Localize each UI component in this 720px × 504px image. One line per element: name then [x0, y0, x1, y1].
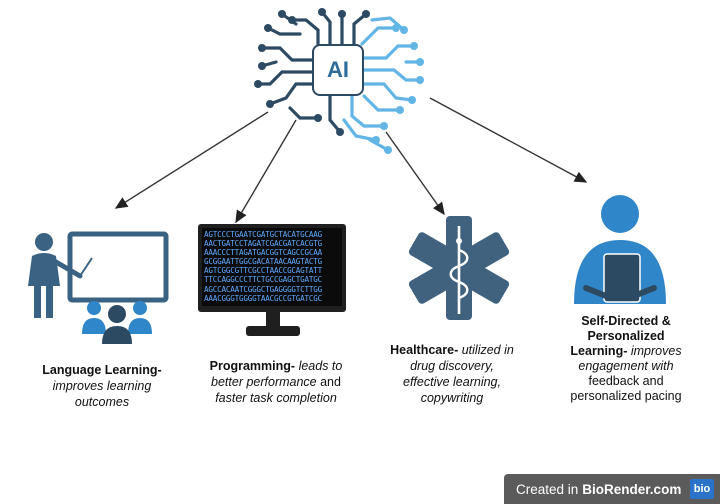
caption-desc: improves learning outcomes [52, 379, 152, 409]
caption-programming: Programming- leads to better performance… [206, 358, 346, 406]
caption-title: Self-Directed & Personalized Learning- [570, 314, 671, 358]
caption-desc-italic: leads to better performance [211, 359, 343, 389]
star-of-life-icon [408, 216, 510, 320]
biorender-logo-icon: bio [690, 479, 714, 499]
caption-self-directed: Self-Directed & Personalized Learning- i… [560, 314, 692, 404]
arrow-to-language [114, 111, 269, 209]
dna-sequence-text: AGTCCCTGAATCGATGCTACATGCAAG AACTGATCCTAG… [204, 230, 323, 303]
biorender-badge[interactable]: Created in BioRender.com bio [504, 474, 720, 504]
teacher-classroom-icon [28, 231, 169, 344]
caption-healthcare: Healthcare- utilized in drug discovery, … [386, 342, 518, 406]
connector-arrows [114, 97, 588, 224]
caption-title: Healthcare- [390, 343, 459, 357]
badge-prefix: Created in [516, 481, 579, 497]
caption-desc-normal: and [320, 375, 341, 389]
computer-monitor-icon [198, 224, 346, 336]
arrow-to-self-directed [429, 97, 588, 183]
learner-tablet-icon [574, 195, 666, 304]
caption-desc-normal: feedback and personalized pacing [570, 374, 682, 403]
brain-circuit-icon [254, 8, 424, 154]
caption-desc: utilized in drug discovery, effective le… [403, 343, 514, 405]
ai-label: AI [312, 44, 364, 96]
badge-brand: BioRender.com [582, 481, 682, 497]
caption-title: Language Learning- [42, 363, 162, 377]
arrow-to-programming [235, 119, 297, 224]
caption-desc-italic: improves engagement with [578, 344, 682, 373]
caption-desc-italic-2: faster task completion [215, 391, 337, 405]
arrow-to-healthcare [385, 131, 445, 216]
caption-title: Programming- [209, 359, 296, 373]
caption-language-learning: Language Learning- improves learning out… [22, 362, 182, 410]
